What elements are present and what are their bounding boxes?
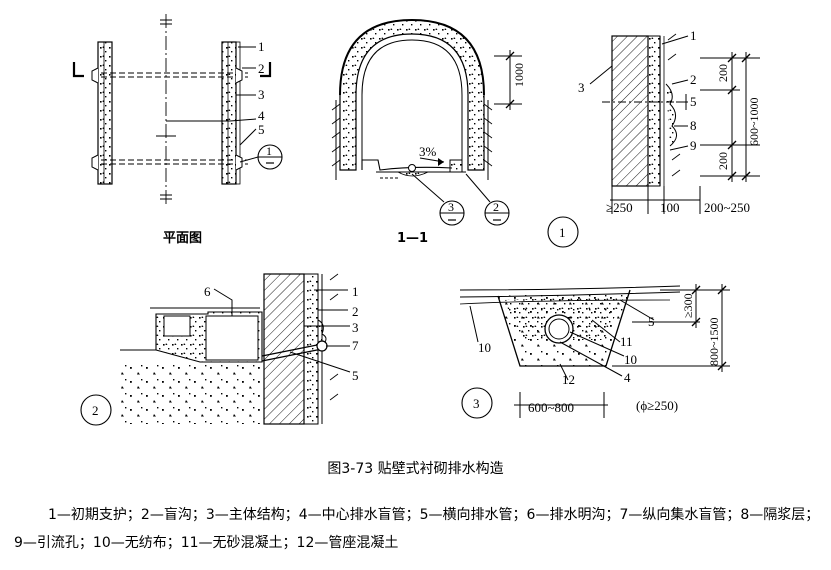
figure-caption: 图3-73 贴壁式衬砌排水构造 — [327, 461, 504, 477]
plan-label-2: 2 — [258, 61, 265, 76]
detail2-label-7: 7 — [352, 338, 359, 353]
detail1-number: 1 — [559, 225, 566, 240]
detail1-dim-bottom-a: ≥250 — [606, 200, 633, 215]
section-slope: 3% — [419, 144, 437, 159]
section-dim-1000: 1000 — [512, 63, 526, 87]
detail3-label-10-right: 10 — [624, 352, 637, 367]
detail3-label-12: 12 — [562, 372, 575, 387]
plan-left-wall — [97, 41, 113, 185]
detail3-label-11: 11 — [620, 334, 633, 349]
plan-title: 平面图 — [163, 231, 202, 246]
detail1-label-5: 5 — [690, 94, 697, 109]
plan-label-1: 1 — [258, 39, 265, 54]
detail1-label-1: 1 — [690, 28, 697, 43]
detail1-label-8: 8 — [690, 118, 697, 133]
plan-right-wall — [221, 41, 237, 185]
detail3-phi-note: (ϕ≥250) — [636, 398, 678, 413]
figure-legend: 1—初期支护；2—盲沟；3—主体结构；4—中心排水盲管；5—横向排水管；6—排水… — [14, 507, 820, 551]
detail3-dim-300: ≥300 — [681, 293, 695, 318]
detail3-label-5: 5 — [648, 314, 655, 329]
detail-2 — [80, 273, 351, 426]
section-callout-2: 2 — [493, 200, 499, 214]
detail2-label-3: 3 — [352, 320, 359, 335]
detail-1 — [547, 33, 760, 248]
detail3-dim-range: 800~1500 — [707, 318, 721, 367]
detail1-dim-bottom-c: 200~250 — [704, 200, 750, 215]
plan-label-4: 4 — [258, 108, 265, 123]
detail3-label-4: 4 — [624, 370, 631, 385]
detail3-dim-bottom: 600~800 — [528, 400, 574, 415]
detail2-number: 2 — [92, 403, 99, 418]
section-1-1 — [331, 18, 522, 226]
detail1-label-2: 2 — [690, 72, 697, 87]
detail2-label-1: 1 — [352, 284, 359, 299]
figure-drawing: 1 2 3 4 5 1 平面图 — [72, 14, 761, 426]
detail2-label-5: 5 — [352, 368, 359, 383]
detail1-dim-range: 600~1000 — [747, 98, 761, 147]
plan-view — [72, 14, 283, 205]
detail2-label-6: 6 — [204, 284, 211, 299]
plan-callout-number: 1 — [266, 144, 272, 158]
detail2-label-2: 2 — [352, 304, 359, 319]
detail1-dim-200-bottom: 200 — [716, 152, 730, 170]
plan-label-3: 3 — [258, 87, 265, 102]
detail1-label-9: 9 — [690, 138, 697, 153]
detail1-label-3: 3 — [578, 80, 585, 95]
detail1-dim-200-top: 200 — [716, 64, 730, 82]
detail3-number: 3 — [473, 396, 480, 411]
detail1-dim-bottom-b: 100 — [660, 200, 680, 215]
section-title: 1—1 — [397, 231, 428, 246]
section-callout-3: 3 — [448, 200, 454, 214]
detail3-label-10-left: 10 — [478, 340, 491, 355]
plan-label-5: 5 — [258, 122, 265, 137]
detail-3 — [459, 284, 730, 419]
